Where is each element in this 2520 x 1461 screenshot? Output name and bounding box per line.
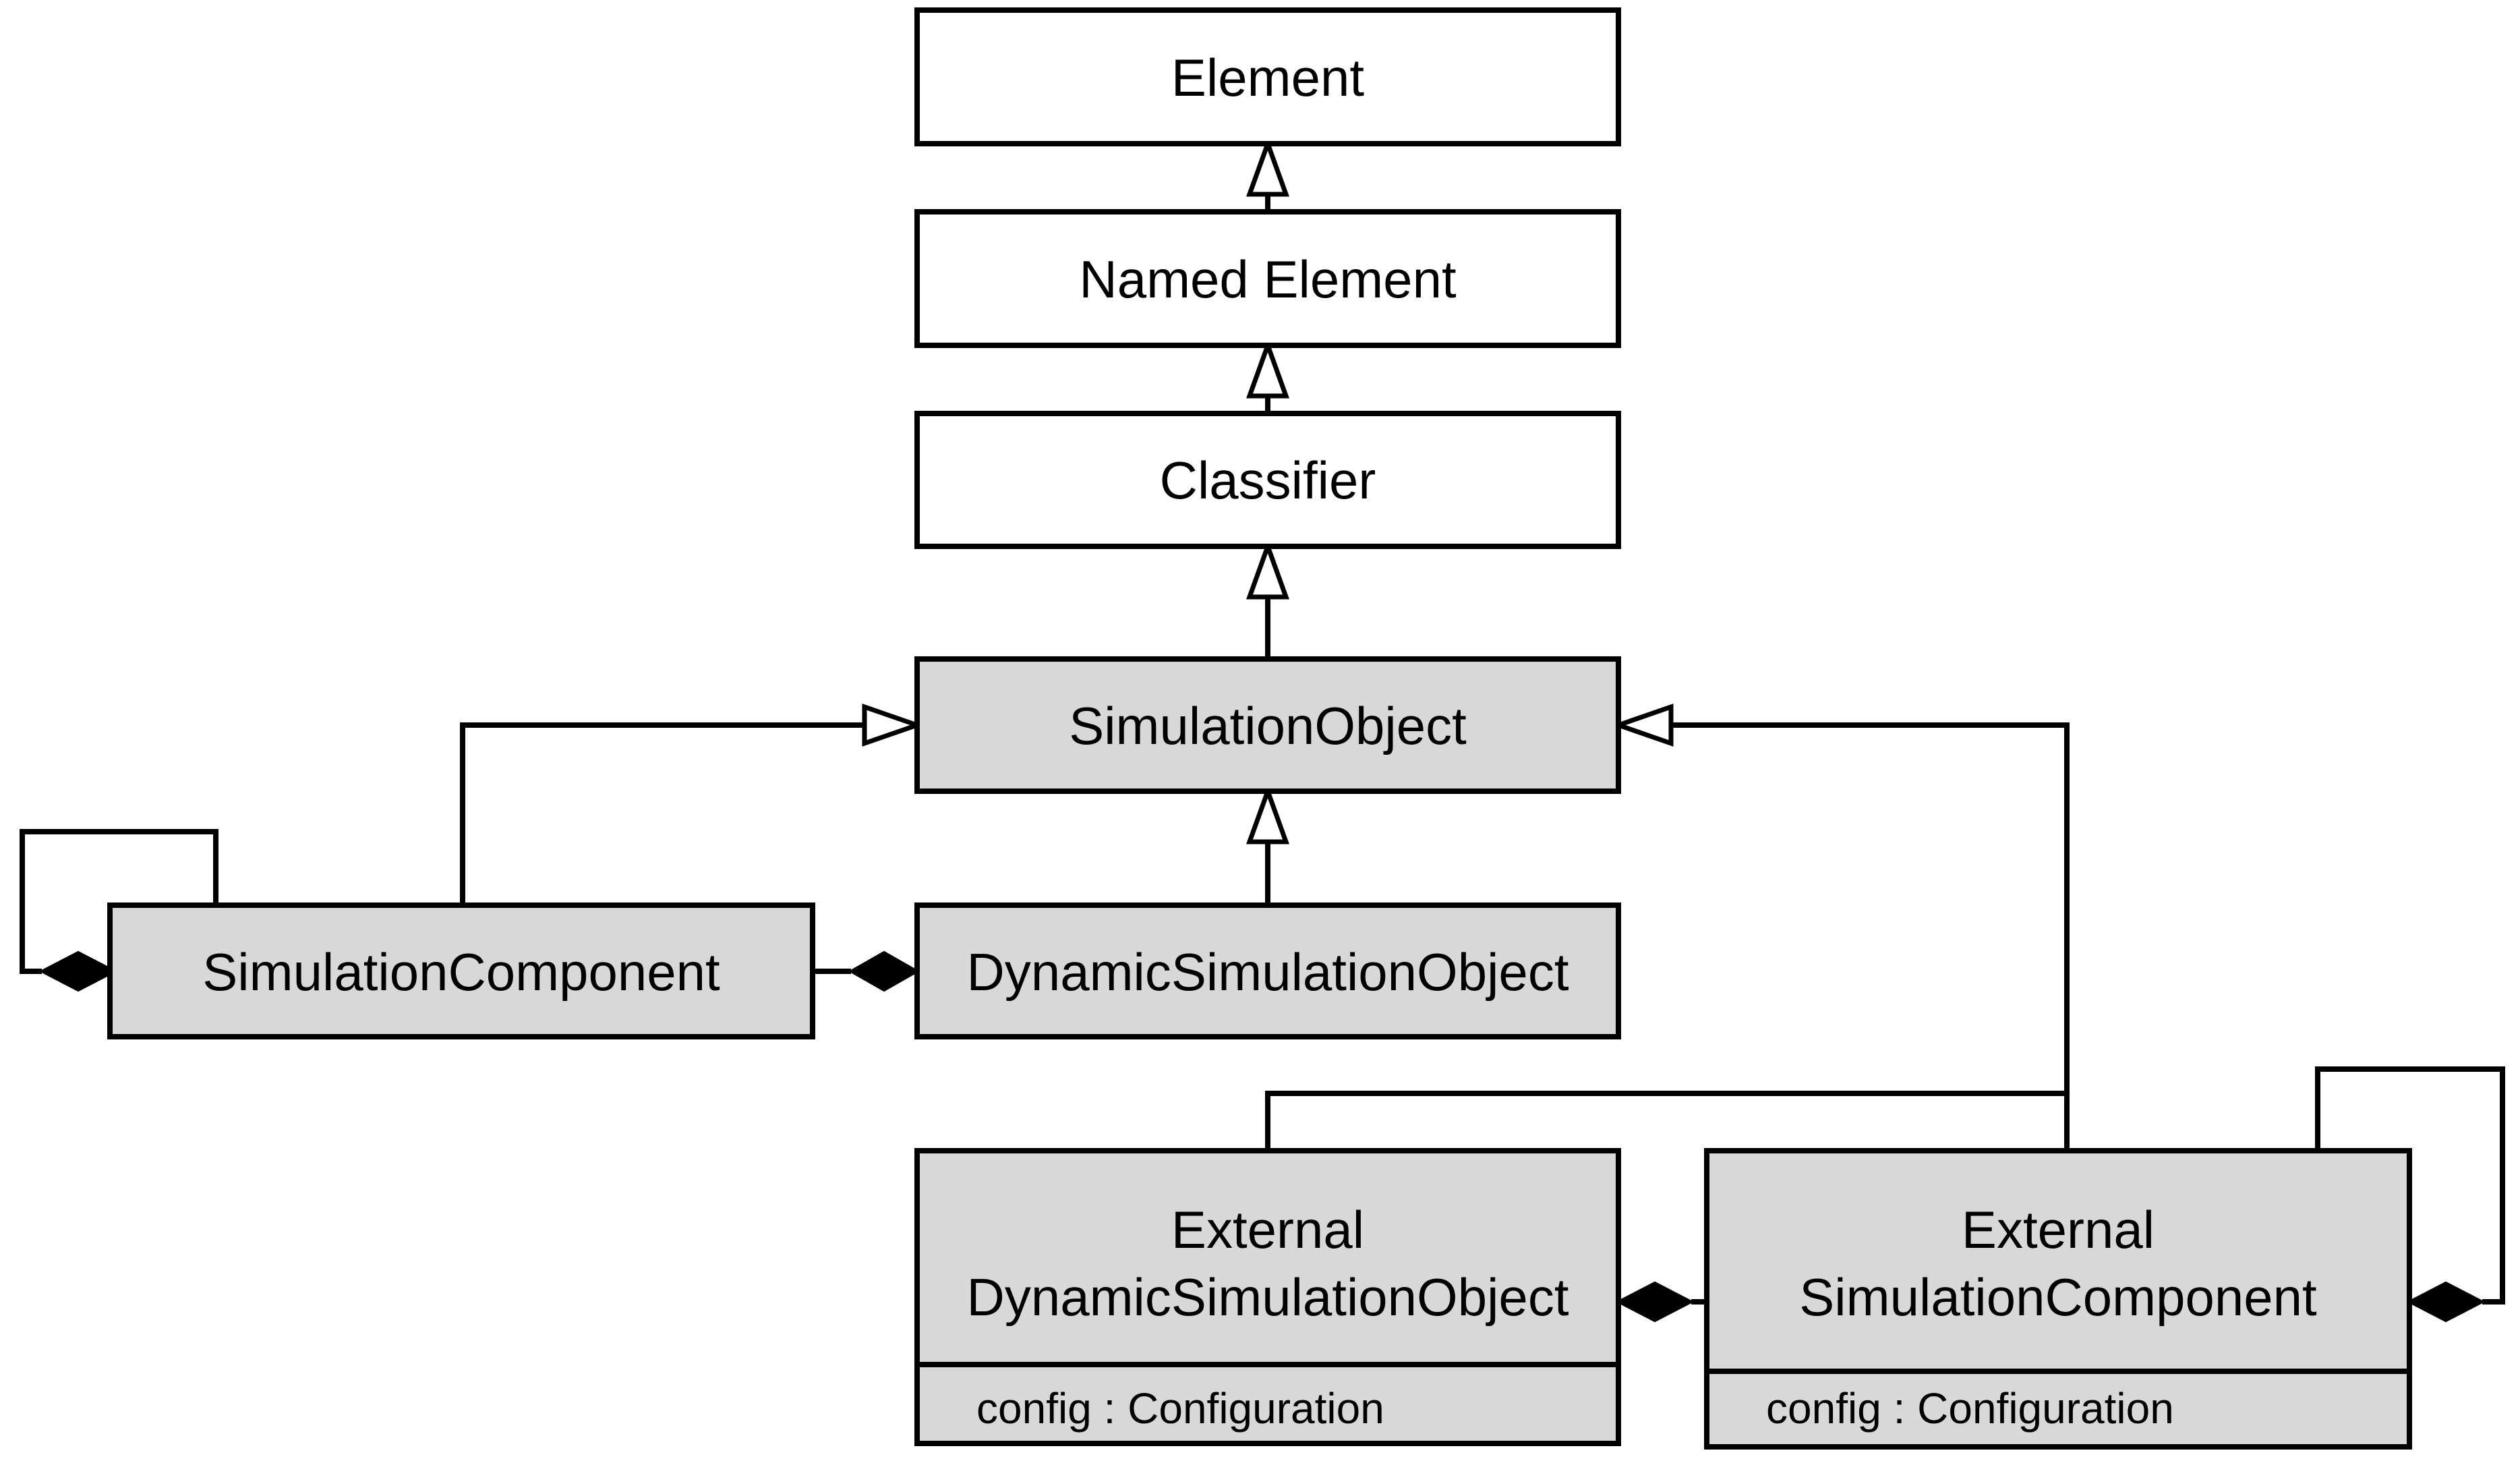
composition-selfloop-externalsimulationcomponent (2315, 1066, 2505, 1323)
composition-diamond-icon (848, 950, 920, 992)
class-box-simulation-component: SimulationComponent (107, 903, 815, 1039)
composition-externaldynamic-externalcomponent (1615, 1281, 1707, 1323)
class-name-dynamic-simulation-object: DynamicSimulationObject (966, 942, 1569, 1002)
class-name-external-dynamic-line2: DynamicSimulationObject (966, 1267, 1569, 1327)
class-attribute-config: config : Configuration (976, 1384, 1384, 1433)
composition-diamond-icon (1615, 1281, 1695, 1323)
generalization-simulationobject-to-classifier (1246, 539, 1289, 659)
class-name-simulation-object: SimulationObject (1069, 696, 1467, 755)
generalization-triangle-icon (1246, 136, 1289, 197)
composition-simulationcomponent-dynamicsimulationobject (813, 950, 920, 992)
generalization-simulationcomponent-to-simulationobject (460, 704, 925, 905)
generalization-external-to-simulationobject (1265, 704, 2070, 1151)
generalization-classifier-to-namedelement (1246, 338, 1289, 413)
class-name-named-element: Named Element (1079, 250, 1457, 309)
class-box-external-dynamic-simulation-object: External DynamicSimulationObject config … (914, 1148, 1621, 1446)
generalization-triangle-icon (1246, 784, 1289, 844)
class-box-dynamic-simulation-object: DynamicSimulationObject (914, 903, 1621, 1039)
class-name-simulation-component: SimulationComponent (202, 942, 720, 1002)
class-box-element: Element (914, 7, 1621, 146)
composition-diamond-icon (38, 950, 118, 992)
class-name-external-component-line2: SimulationComponent (1799, 1267, 2317, 1327)
class-name-external-dynamic-line1: External (1171, 1200, 1364, 1259)
class-name-external-component-line1: External (1962, 1200, 2155, 1259)
generalization-triangle-icon (1246, 338, 1289, 399)
class-name-classifier: Classifier (1160, 451, 1376, 510)
class-box-external-simulation-component: External SimulationComponent config : Co… (1704, 1148, 2412, 1450)
generalization-triangle-icon (1246, 539, 1289, 600)
class-name-element: Element (1171, 48, 1364, 107)
generalization-namedelement-to-element (1246, 136, 1289, 212)
class-box-named-element: Named Element (914, 209, 1621, 348)
class-box-simulation-object: SimulationObject (914, 656, 1621, 794)
generalization-triangle-icon (1611, 704, 1674, 747)
composition-diamond-icon (2406, 1281, 2486, 1323)
class-attribute-config: config : Configuration (1766, 1384, 2174, 1433)
class-box-classifier: Classifier (914, 411, 1621, 549)
generalization-triangle-icon (862, 704, 925, 747)
generalization-dynamicsimulationobject-to-simulationobject (1246, 784, 1289, 905)
